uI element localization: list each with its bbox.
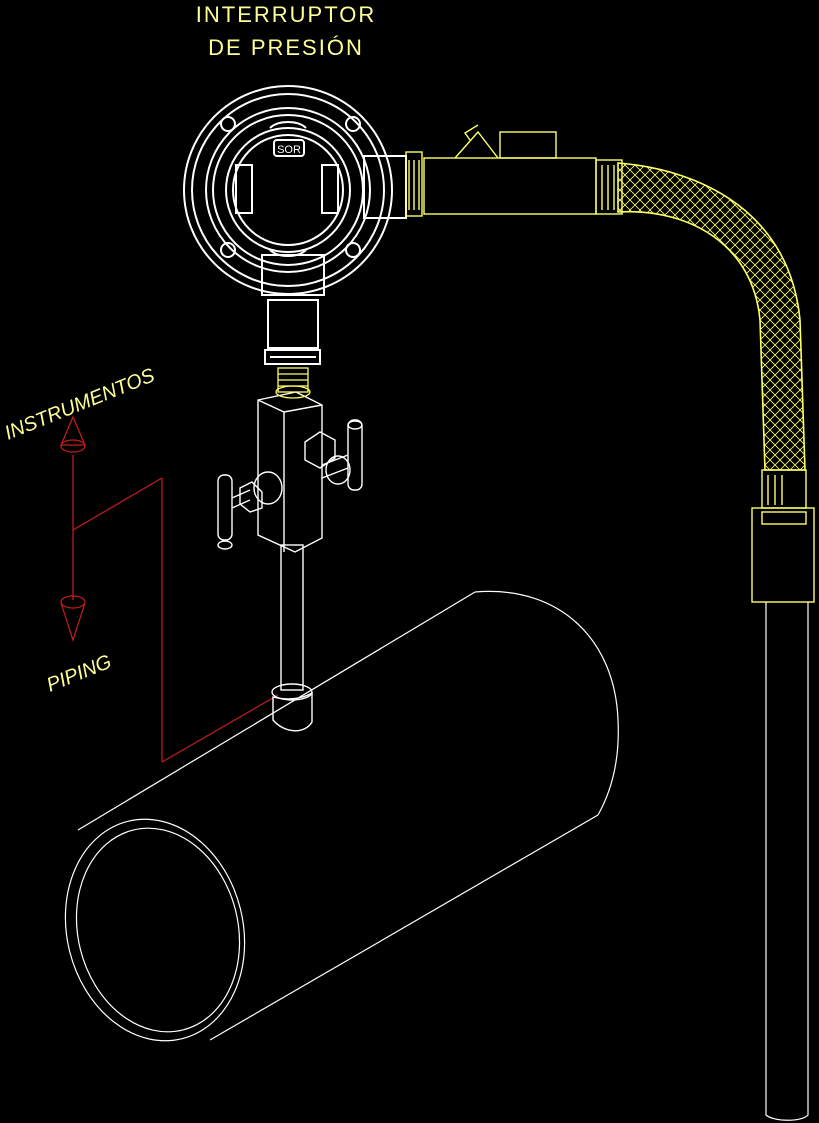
pipe-bottom-edge — [209, 814, 599, 1041]
pipe-far-end — [474, 590, 619, 816]
title-line-2: DE PRESIÓN — [208, 35, 364, 60]
rigid-conduit — [765, 602, 809, 1121]
tap-weldolet — [272, 691, 313, 732]
instrument-tap — [271, 544, 313, 732]
pressure-switch — [183, 85, 407, 365]
brand-emblem — [273, 139, 305, 157]
pipe-near-end-outer — [64, 818, 246, 1042]
pipe-top-edge — [77, 591, 476, 831]
manifold-nut — [304, 431, 336, 469]
right-valve-handle[interactable] — [321, 419, 363, 491]
title-line-1: INTERRUPTOR — [196, 2, 377, 27]
conduit-coupling — [751, 469, 815, 603]
stem-tube — [280, 544, 304, 691]
process-fitting — [275, 367, 311, 399]
arrow-down-cone-icon — [60, 595, 86, 642]
pipe-near-end-inner — [75, 827, 241, 1033]
housing-neck — [261, 254, 325, 296]
brand-emblem-text: SOR — [277, 144, 301, 156]
arrow-up-cone-icon — [60, 415, 86, 453]
conduit-seal-fitting — [405, 124, 623, 217]
left-valve-handle[interactable] — [217, 471, 283, 550]
leader-lines — [72, 455, 279, 763]
process-pipe — [64, 590, 619, 1042]
pressure-port — [267, 299, 319, 349]
